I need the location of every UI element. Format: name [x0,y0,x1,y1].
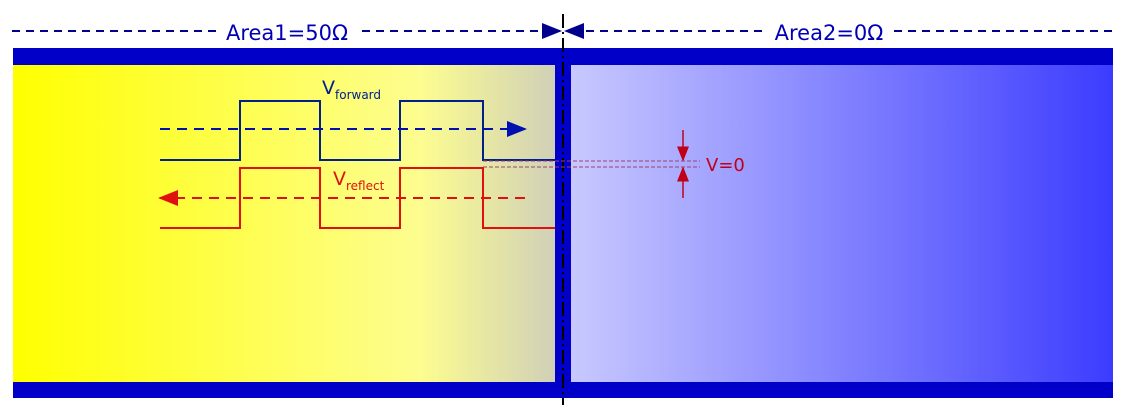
area1-region [13,65,555,382]
forward-wave [160,100,555,161]
boundary-conductor [555,48,571,398]
forward-label: Vforward [322,77,381,102]
area2-label: Area2=0Ω [775,21,884,45]
area2-region [571,65,1113,382]
area1-label: Area1=50Ω [226,21,348,45]
v-zero-label: V=0 [706,155,745,176]
reflect-label: Vreflect [333,168,385,193]
